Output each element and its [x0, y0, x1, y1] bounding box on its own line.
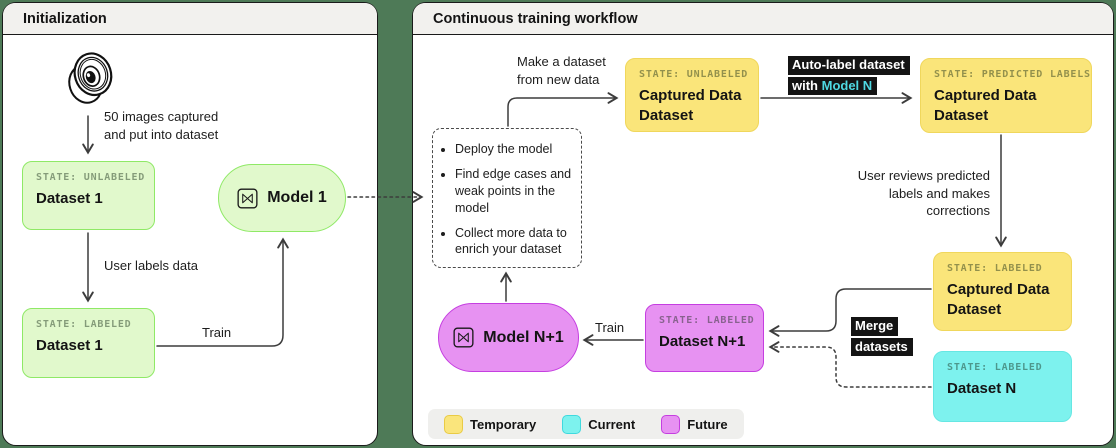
list-item: Collect more data to enrich your dataset — [455, 225, 573, 259]
train-label-left: Train — [202, 325, 232, 340]
legend-label: Future — [687, 416, 728, 432]
dataset-n-node: STATE: LABELED Dataset N — [933, 351, 1072, 422]
legend-swatch-purple — [661, 414, 681, 434]
legend-item-current: Current — [562, 414, 636, 434]
deploy-actions-box: Deploy the model Find edge cases and wea… — [432, 128, 582, 268]
dataset-n-plus-1-node: STATE: LABELED Dataset N+1 — [645, 304, 764, 372]
chip-line: datasets — [851, 337, 913, 357]
model-1-node: Model 1 — [218, 164, 346, 232]
make-dataset-note: Make a dataset from new data — [517, 54, 606, 87]
initialization-panel-header: Initialization — [3, 3, 377, 35]
state-badge: STATE: LABELED — [659, 315, 755, 326]
legend: Temporary Current Future — [428, 409, 744, 439]
node-title: Captured Data Dataset — [934, 87, 1037, 124]
model-n-highlight: Model N — [821, 77, 873, 93]
node-title: Model N+1 — [483, 328, 564, 346]
state-badge: STATE: LABELED — [36, 319, 132, 330]
legend-item-future: Future — [661, 414, 728, 434]
node-title: Dataset N — [947, 380, 1017, 397]
state-badge: STATE: UNLABELED — [639, 69, 749, 80]
panel-title: Initialization — [23, 10, 107, 27]
legend-swatch-yellow — [444, 414, 463, 434]
auto-label-chip: Auto-label dataset with Model N — [788, 56, 910, 96]
dataset-1-unlabeled-node: STATE: UNLABELED Dataset 1 — [22, 161, 155, 230]
captured-data-unlabeled-node: STATE: UNLABELED Captured Data Dataset — [625, 58, 759, 132]
node-title: Dataset 1 — [36, 337, 103, 354]
dataset-1-labeled-node: STATE: LABELED Dataset 1 — [22, 308, 155, 378]
node-title: Captured Data Dataset — [639, 87, 742, 124]
list-item: Deploy the model — [455, 141, 573, 158]
chip-text: with — [792, 77, 822, 93]
legend-label: Current — [588, 416, 636, 432]
chip-line: Auto-label dataset — [788, 56, 910, 75]
capture-note: 50 images captured and put into dataset — [104, 109, 219, 142]
legend-label: Temporary — [470, 416, 537, 432]
state-badge: STATE: UNLABELED — [36, 172, 146, 183]
node-title: Dataset N+1 — [659, 333, 746, 350]
node-title: Captured Data Dataset — [947, 281, 1050, 318]
captured-data-labeled-node: STATE: LABELED Captured Data Dataset — [933, 252, 1072, 331]
node-title: Dataset 1 — [36, 190, 103, 207]
merge-datasets-chip: Merge datasets — [851, 317, 913, 357]
user-labels-note: User labels data — [104, 258, 198, 273]
model-n-plus-1-node: Model N+1 — [438, 303, 579, 372]
deploy-actions-list: Deploy the model Find edge cases and wea… — [439, 141, 573, 258]
state-badge: STATE: LABELED — [947, 263, 1043, 274]
review-note: User reviews predicted labels and makes … — [857, 168, 990, 219]
legend-swatch-cyan — [562, 414, 582, 434]
captured-data-predicted-node: STATE: PREDICTED LABELS Captured Data Da… — [920, 58, 1092, 133]
state-badge: STATE: PREDICTED LABELS — [934, 69, 1091, 80]
legend-item-temporary: Temporary — [444, 414, 537, 434]
continuous-training-panel-header: Continuous training workflow — [413, 3, 1113, 35]
chip-line: Merge — [851, 317, 899, 336]
node-title: Model 1 — [267, 189, 327, 206]
list-item: Find edge cases and weak points in the m… — [455, 166, 573, 217]
train-label-right: Train — [595, 320, 625, 335]
state-badge: STATE: LABELED — [947, 362, 1043, 373]
chip-line: with Model N — [788, 76, 878, 96]
panel-title: Continuous training workflow — [433, 10, 638, 27]
model-network-icon — [453, 327, 474, 348]
model-network-icon — [237, 187, 258, 209]
camera-lens-icon — [68, 52, 113, 104]
